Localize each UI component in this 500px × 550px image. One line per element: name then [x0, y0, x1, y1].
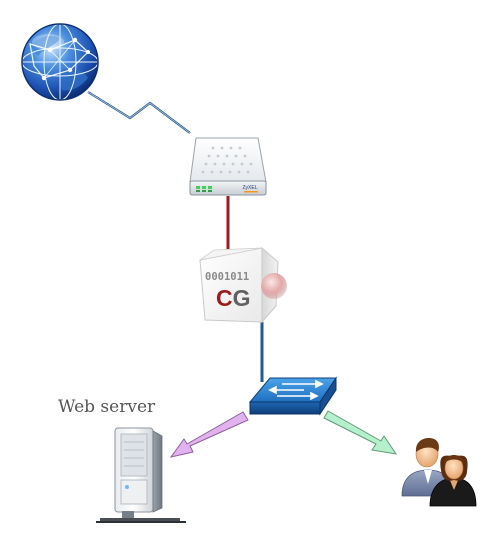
globe-icon [21, 23, 99, 101]
firewall-logo-g: G [233, 285, 251, 311]
server-tower-icon [96, 427, 186, 523]
modem-brand: ZyXEL [242, 185, 257, 191]
wireless-link [87, 91, 191, 134]
firewall-logo-c: C [216, 285, 233, 311]
users-arrow [323, 410, 398, 455]
router-icon: ZyXEL [189, 137, 267, 196]
network-switch-icon [248, 376, 337, 416]
users-icon [401, 438, 477, 507]
svg-text:CG: CG [216, 285, 251, 311]
firewall-bits: 0001011 [205, 271, 249, 283]
status-lights [196, 186, 212, 192]
firewall-icon: 0001011 CG [199, 246, 287, 324]
server-arrow [169, 411, 249, 458]
web-server-label: Web server [58, 397, 156, 417]
